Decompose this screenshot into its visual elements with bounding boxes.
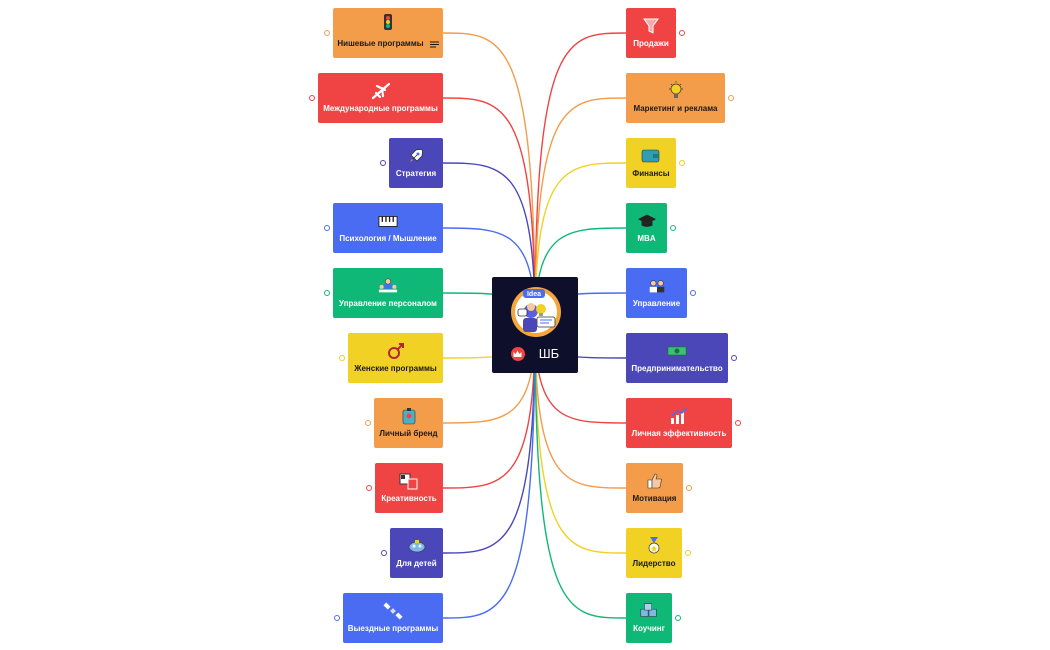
collapse-toggle[interactable]	[728, 95, 734, 101]
crown-badge-icon	[510, 347, 525, 361]
svg-text:Idea: Idea	[527, 291, 541, 298]
topic-label: Коучинг	[633, 624, 665, 633]
connector-line	[534, 97, 627, 326]
topic-right-2[interactable]: Финансы	[626, 138, 676, 188]
rocket-icon	[406, 147, 426, 165]
topic-right-4[interactable]: Управление	[626, 268, 687, 318]
topic-left-7[interactable]: Креативность	[375, 463, 443, 513]
collapse-toggle[interactable]	[686, 485, 692, 491]
connector-line	[534, 324, 627, 554]
topic-label: Выездные программы	[347, 624, 439, 633]
topic-right-6[interactable]: Личная эффективность	[626, 398, 732, 448]
topic-right-8[interactable]: Лидерство	[626, 528, 682, 578]
topic-left-3[interactable]: Психология / Мышление	[333, 203, 443, 253]
topic-left-1[interactable]: Международные программы	[318, 73, 443, 123]
connector-line	[442, 324, 536, 619]
collapse-toggle[interactable]	[675, 615, 681, 621]
traffic-light-icon	[378, 13, 398, 31]
topic-label: Продажи	[633, 39, 669, 48]
topic-label: Мотивация	[632, 494, 677, 503]
funnel-icon	[641, 17, 661, 35]
topic-right-0[interactable]: Продажи	[626, 8, 676, 58]
topic-label: Для детей	[396, 559, 437, 568]
topic-label: Управление	[632, 299, 681, 308]
topic-label: Нишевые программы	[337, 39, 424, 48]
connector-line	[534, 324, 627, 489]
team-icon	[378, 277, 398, 295]
topic-label: Предпринимательство	[631, 364, 723, 373]
idea-illustration-icon: Idea	[509, 285, 563, 339]
connector-line	[534, 324, 627, 619]
wallet-icon	[641, 147, 661, 165]
topic-left-5[interactable]: Женские программы	[348, 333, 443, 383]
topic-label: Женские программы	[354, 364, 437, 373]
collapse-toggle[interactable]	[366, 485, 372, 491]
topic-label: Лидерство	[632, 559, 676, 568]
topic-label: Стратегия	[395, 169, 437, 178]
money-icon	[667, 342, 687, 360]
connector-line	[442, 324, 536, 489]
topic-left-9[interactable]: Выездные программы	[343, 593, 443, 643]
satellite-icon	[383, 602, 403, 620]
collapse-toggle[interactable]	[324, 290, 330, 296]
collapse-toggle[interactable]	[735, 420, 741, 426]
collapse-toggle[interactable]	[334, 615, 340, 621]
connector-line	[534, 32, 627, 326]
topic-label: Финансы	[632, 169, 670, 178]
topic-left-8[interactable]: Для детей	[390, 528, 443, 578]
collapse-toggle[interactable]	[685, 550, 691, 556]
connector-line	[442, 97, 536, 326]
topic-left-4[interactable]: Управление персоналом	[333, 268, 443, 318]
connector-line	[442, 162, 536, 326]
collapse-toggle[interactable]	[731, 355, 737, 361]
collapse-toggle[interactable]	[679, 30, 685, 36]
piano-icon	[378, 212, 398, 230]
topic-label: Международные программы	[323, 104, 438, 113]
collapse-toggle[interactable]	[381, 550, 387, 556]
collapse-toggle[interactable]	[679, 160, 685, 166]
collapse-toggle[interactable]	[670, 225, 676, 231]
boxes-icon	[639, 602, 659, 620]
connector-line	[534, 162, 627, 326]
central-topic[interactable]: Idea ШБ	[492, 277, 578, 373]
collapse-toggle[interactable]	[339, 355, 345, 361]
male-symbol-icon	[386, 342, 406, 360]
collapse-toggle[interactable]	[309, 95, 315, 101]
people-icon	[647, 277, 667, 295]
collapse-toggle[interactable]	[380, 160, 386, 166]
lightbulb-icon	[666, 81, 686, 100]
topic-right-3[interactable]: MBA	[626, 203, 667, 253]
topic-right-7[interactable]: Мотивация	[626, 463, 683, 513]
topic-left-0[interactable]: Нишевые программы	[333, 8, 443, 58]
connector-line	[442, 32, 536, 326]
topic-left-2[interactable]: Стратегия	[389, 138, 443, 188]
design-tools-icon	[399, 472, 419, 490]
collapse-toggle[interactable]	[690, 290, 696, 296]
topic-label: Креативность	[381, 494, 437, 503]
graduation-cap-icon	[637, 212, 657, 230]
central-topic-label: ШБ	[538, 346, 560, 361]
connector-line	[442, 324, 536, 554]
topic-right-5[interactable]: Предпринимательство	[626, 333, 728, 383]
airplane-icon	[371, 82, 391, 100]
topic-left-6[interactable]: Личный бренд	[374, 398, 443, 448]
topic-label: Психология / Мышление	[339, 234, 437, 243]
toy-icon	[407, 537, 427, 555]
notes-icon[interactable]	[429, 35, 439, 53]
topic-label: Маркетинг и реклама	[633, 104, 718, 113]
thumbs-up-icon	[645, 472, 665, 490]
medal-icon	[644, 537, 664, 555]
collapse-toggle[interactable]	[324, 225, 330, 231]
growth-chart-icon	[669, 407, 689, 425]
badge-icon	[399, 407, 419, 425]
topic-label: Личная эффективность	[631, 429, 727, 438]
topic-label: Личный бренд	[379, 429, 438, 438]
collapse-toggle[interactable]	[365, 420, 371, 426]
topic-label: Управление персоналом	[339, 299, 437, 308]
topic-right-9[interactable]: Коучинг	[626, 593, 672, 643]
collapse-toggle[interactable]	[324, 30, 330, 36]
topic-right-1[interactable]: Маркетинг и реклама	[626, 73, 725, 123]
topic-label: MBA	[637, 234, 656, 243]
